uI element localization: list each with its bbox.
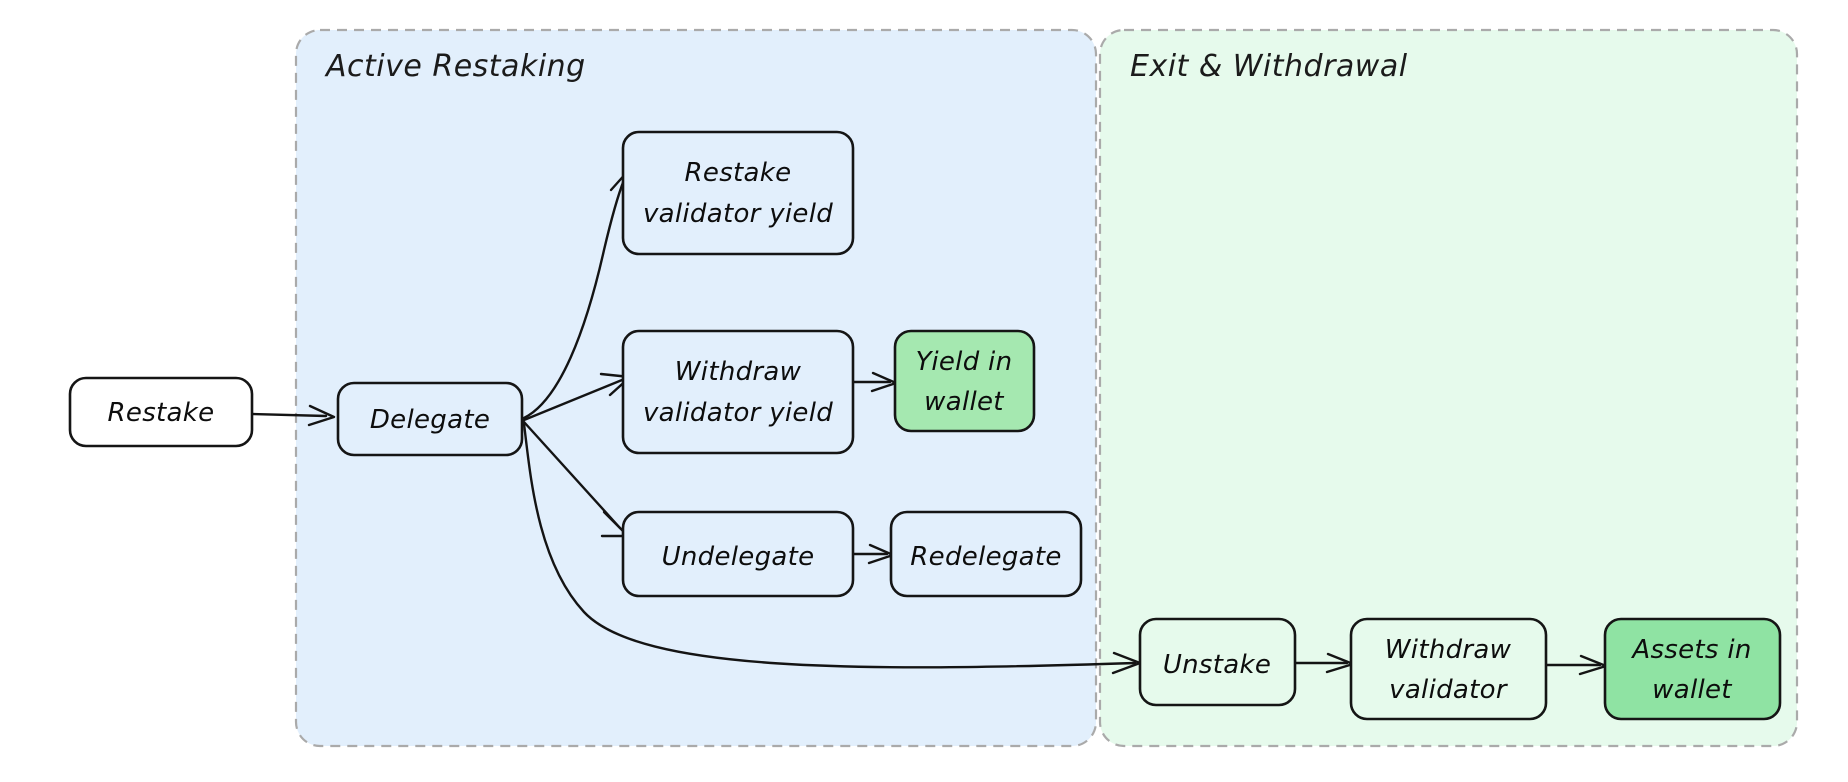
node-withdraw-validator-yield-rect[interactable] bbox=[621, 329, 855, 455]
node-redelegate[interactable]: Redelegate bbox=[889, 510, 1083, 598]
node-redelegate-rect[interactable] bbox=[889, 510, 1083, 598]
node-redelegate-label-line-0: Redelegate bbox=[910, 542, 1061, 572]
edge-delegate-to-undelegate-line bbox=[522, 420, 622, 530]
node-yield-in-wallet-label-line-0: Yield in bbox=[916, 347, 1013, 377]
node-withdraw-validator-yield-label-line-1: validator yield bbox=[643, 398, 833, 428]
node-restake-validator-yield-rect[interactable] bbox=[621, 130, 855, 256]
node-restake[interactable]: Restake bbox=[68, 376, 254, 448]
edge-restake-to-delegate-arrowhead bbox=[307, 404, 336, 427]
node-yield-in-wallet-rect[interactable] bbox=[893, 329, 1036, 433]
node-unstake-label-line-0: Unstake bbox=[1163, 650, 1271, 680]
cluster-active-restaking-label: Active Restaking bbox=[324, 49, 586, 84]
node-withdraw-validator[interactable]: Withdraw validator bbox=[1349, 617, 1548, 721]
node-withdraw-validator-label-line-0: Withdraw bbox=[1385, 635, 1512, 665]
edge-delegate-to-withdraw-validator-yield-line bbox=[522, 378, 624, 422]
node-withdraw-validator-yield[interactable]: Withdraw validator yield bbox=[621, 329, 855, 455]
node-undelegate-label-line-0: Undelegate bbox=[662, 542, 815, 572]
node-restake-validator-yield-label-line-0: Restake bbox=[685, 158, 792, 188]
node-yield-in-wallet[interactable]: Yield in wallet bbox=[893, 329, 1036, 433]
node-delegate[interactable]: Delegate bbox=[336, 381, 524, 457]
node-yield-in-wallet-label-line-1: wallet bbox=[924, 387, 1004, 417]
node-undelegate[interactable]: Undelegate bbox=[621, 510, 855, 598]
node-withdraw-validator-yield-label-line-0: Withdraw bbox=[675, 357, 802, 387]
node-unstake[interactable]: Unstake bbox=[1138, 617, 1297, 707]
node-restake-validator-yield-label-line-1: validator yield bbox=[643, 199, 833, 229]
node-withdraw-validator-label-line-1: validator bbox=[1389, 675, 1509, 705]
edge-delegate-to-unstake-line bbox=[522, 422, 1137, 669]
node-undelegate-rect[interactable] bbox=[621, 510, 855, 598]
edge-restake-to-delegate-line bbox=[250, 412, 328, 418]
node-assets-in-wallet[interactable]: Assets in wallet bbox=[1603, 617, 1782, 721]
cluster-exit-withdrawal-rect bbox=[1098, 28, 1799, 748]
node-assets-in-wallet-label-line-1: wallet bbox=[1652, 675, 1732, 705]
node-delegate-label-line-0: Delegate bbox=[370, 405, 490, 435]
node-assets-in-wallet-rect[interactable] bbox=[1603, 617, 1782, 721]
node-assets-in-wallet-label-line-0: Assets in bbox=[1630, 635, 1751, 665]
edge-delegate-to-restake-validator-yield-line bbox=[522, 178, 626, 420]
cluster-exit-withdrawal: Exit & Withdrawal bbox=[1098, 28, 1799, 748]
node-unstake-rect[interactable] bbox=[1138, 617, 1297, 707]
node-restake-validator-yield[interactable]: Restake validator yield bbox=[621, 130, 855, 256]
node-withdraw-validator-rect[interactable] bbox=[1349, 617, 1548, 721]
edge-restake-to-delegate bbox=[250, 404, 336, 427]
node-restake-label-line-0: Restake bbox=[108, 398, 215, 428]
node-delegate-rect[interactable] bbox=[336, 381, 524, 457]
node-restake-rect[interactable] bbox=[68, 376, 254, 448]
cluster-exit-withdrawal-label: Exit & Withdrawal bbox=[1130, 49, 1408, 84]
